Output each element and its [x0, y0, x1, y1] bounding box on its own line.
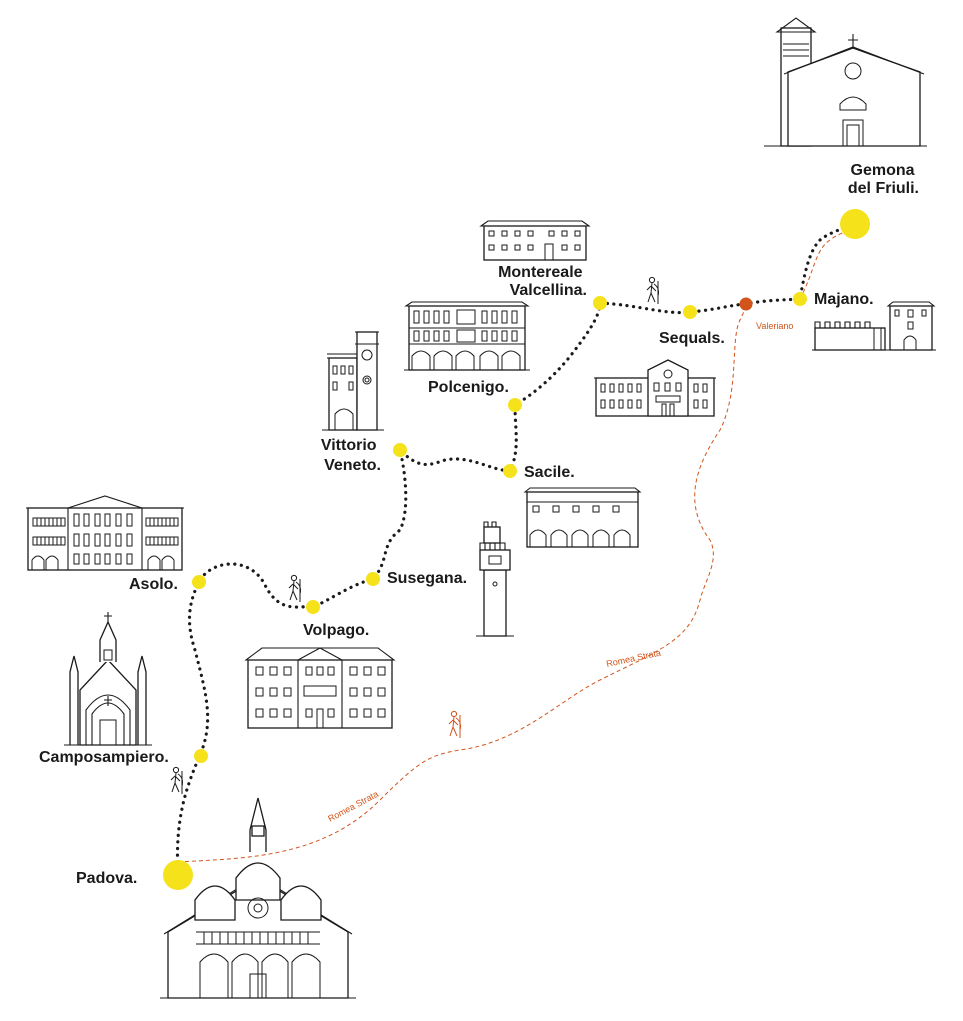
asolo-palace-icon — [26, 495, 184, 571]
stop-label-susegana: Susegana. — [387, 570, 467, 587]
polcenigo-palace-icon — [404, 301, 530, 371]
romea-strata-route-line — [177, 303, 747, 863]
stop-label-montereale-valcellina: Montereale Valcellina. — [498, 264, 587, 299]
sacile-arcade-icon — [523, 487, 642, 548]
stop-label-polcenigo: Polcenigo. — [428, 379, 509, 396]
stop-marker-susegana[interactable] — [366, 572, 380, 586]
stop-label-sequals: Sequals. — [659, 330, 725, 347]
stop-marker-sequals[interactable] — [683, 305, 697, 319]
stop-marker-valeriano[interactable] — [739, 297, 753, 311]
stop-label-asolo: Asolo. — [129, 576, 178, 593]
romea-strata-label: Romea Strata — [326, 789, 380, 824]
stop-label-gemona-del-friuli: Gemona del Friuli. — [848, 162, 919, 197]
stop-label-line: Valcellina. — [510, 282, 587, 299]
stop-label-valeriano: Valeriano — [756, 321, 793, 331]
stop-label-volpago: Volpago. — [303, 622, 369, 639]
stop-label-line: Gemona — [851, 162, 915, 179]
stop-marker-volpago[interactable] — [306, 600, 320, 614]
majano-gemona-alt-line — [799, 223, 856, 300]
susegana-tower-icon — [476, 521, 514, 637]
majano-castle-icon — [812, 301, 936, 351]
stop-label-line: Montereale — [498, 264, 583, 281]
stop-label-line: del Friuli. — [848, 180, 919, 197]
stop-label-majano: Majano. — [814, 291, 874, 308]
stop-label-vittorio-veneto: Vittorio Veneto. — [321, 437, 381, 474]
vittorio-veneto-tower-icon — [322, 331, 384, 431]
stop-marker-majano[interactable] — [793, 292, 807, 306]
stop-label-line: Vittorio — [321, 437, 377, 454]
pilgrim-walker-icon — [288, 574, 301, 603]
main-route-line — [175, 222, 857, 877]
padova-basilica-icon — [160, 797, 356, 999]
pilgrim-walker-icon — [170, 766, 183, 795]
volpago-villa-icon — [244, 647, 396, 729]
stop-marker-padova[interactable] — [163, 860, 193, 890]
stop-marker-sacile[interactable] — [503, 464, 517, 478]
stop-marker-polcenigo[interactable] — [508, 398, 522, 412]
stop-marker-vittorio-veneto[interactable] — [393, 443, 407, 457]
romea-strata-label: Romea Strata — [605, 648, 661, 669]
stop-marker-camposampiero[interactable] — [194, 749, 208, 763]
stop-marker-gemona-del-friuli[interactable] — [840, 209, 870, 239]
stop-label-camposampiero: Camposampiero. — [39, 749, 169, 766]
stop-marker-asolo[interactable] — [192, 575, 206, 589]
sequals-villa-icon — [594, 359, 716, 417]
pilgrim-walker-icon — [646, 276, 659, 305]
stop-label-line: Veneto. — [324, 457, 381, 474]
stop-label-padova: Padova. — [76, 870, 137, 887]
pilgrim-walker-icon — [448, 710, 461, 739]
gemona-church-icon — [764, 17, 927, 147]
stop-label-sacile: Sacile. — [524, 464, 575, 481]
montereale-building-icon — [479, 220, 591, 261]
camposampiero-church-icon — [64, 612, 152, 746]
stop-marker-montereale-valcellina[interactable] — [593, 296, 607, 310]
